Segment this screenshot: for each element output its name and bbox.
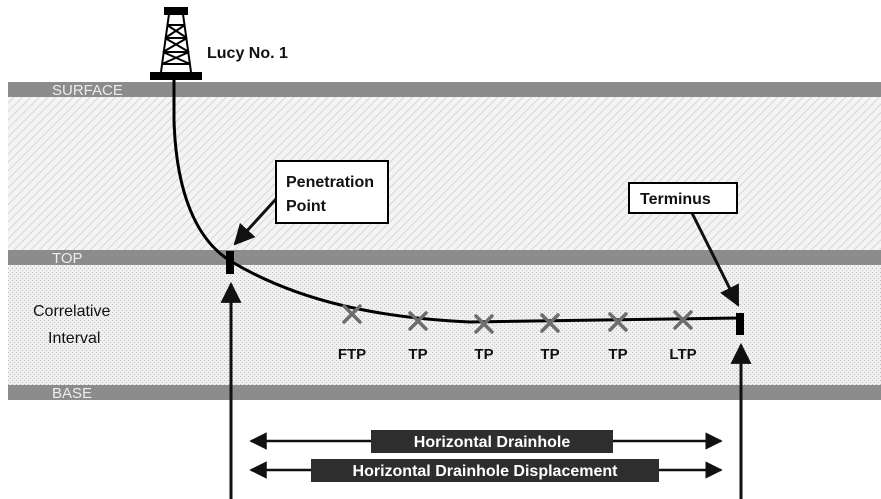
correlative-interval-label-line1: Correlative — [33, 303, 110, 320]
terminus-marker — [736, 313, 744, 335]
displacement-label-bar — [311, 459, 659, 482]
take-point-label: TP — [408, 346, 427, 363]
well-name: Lucy No. 1 — [207, 45, 288, 62]
drainhole-label-bar — [371, 430, 613, 453]
take-point-label: TP — [474, 346, 493, 363]
x-marker-icon — [540, 313, 560, 333]
x-marker-icon — [342, 304, 362, 324]
correlative-interval-label-line2: Interval — [48, 330, 100, 347]
displacement-label: Horizontal Drainhole Displacement — [353, 463, 619, 480]
terminus-label: Terminus — [640, 191, 711, 208]
drainhole-label: Horizontal Drainhole — [414, 434, 571, 451]
penetration-point-marker — [226, 251, 234, 274]
base-label: BASE — [52, 385, 92, 402]
terminus-callout: Terminus — [628, 182, 738, 214]
penetration-point-label-line1: Penetration — [286, 174, 374, 191]
terminus-arrow — [690, 212, 740, 307]
overburden-zone — [8, 97, 881, 250]
top-label: TOP — [52, 250, 83, 267]
take-point-label: TP — [608, 346, 627, 363]
take-point-label: LTP — [669, 346, 696, 363]
take-point-markers — [342, 304, 693, 334]
x-marker-icon — [474, 314, 494, 334]
base-band — [8, 385, 881, 400]
wellbore-path — [172, 80, 741, 324]
take-point-label: FTP — [338, 346, 366, 363]
surface-band — [8, 82, 881, 97]
take-point-label: TP — [540, 346, 559, 363]
x-marker-icon — [408, 311, 428, 331]
penetration-point-callout: Penetration Point — [275, 160, 389, 224]
penetration-point-label-line2: Point — [286, 198, 327, 215]
oil-derrick-icon — [150, 7, 202, 80]
x-marker-icon — [608, 312, 628, 332]
surface-label: SURFACE — [52, 82, 123, 99]
penetration-point-arrow — [233, 197, 278, 246]
correlative-interval-zone — [8, 265, 881, 385]
top-band — [8, 250, 881, 265]
x-marker-icon — [673, 310, 693, 330]
